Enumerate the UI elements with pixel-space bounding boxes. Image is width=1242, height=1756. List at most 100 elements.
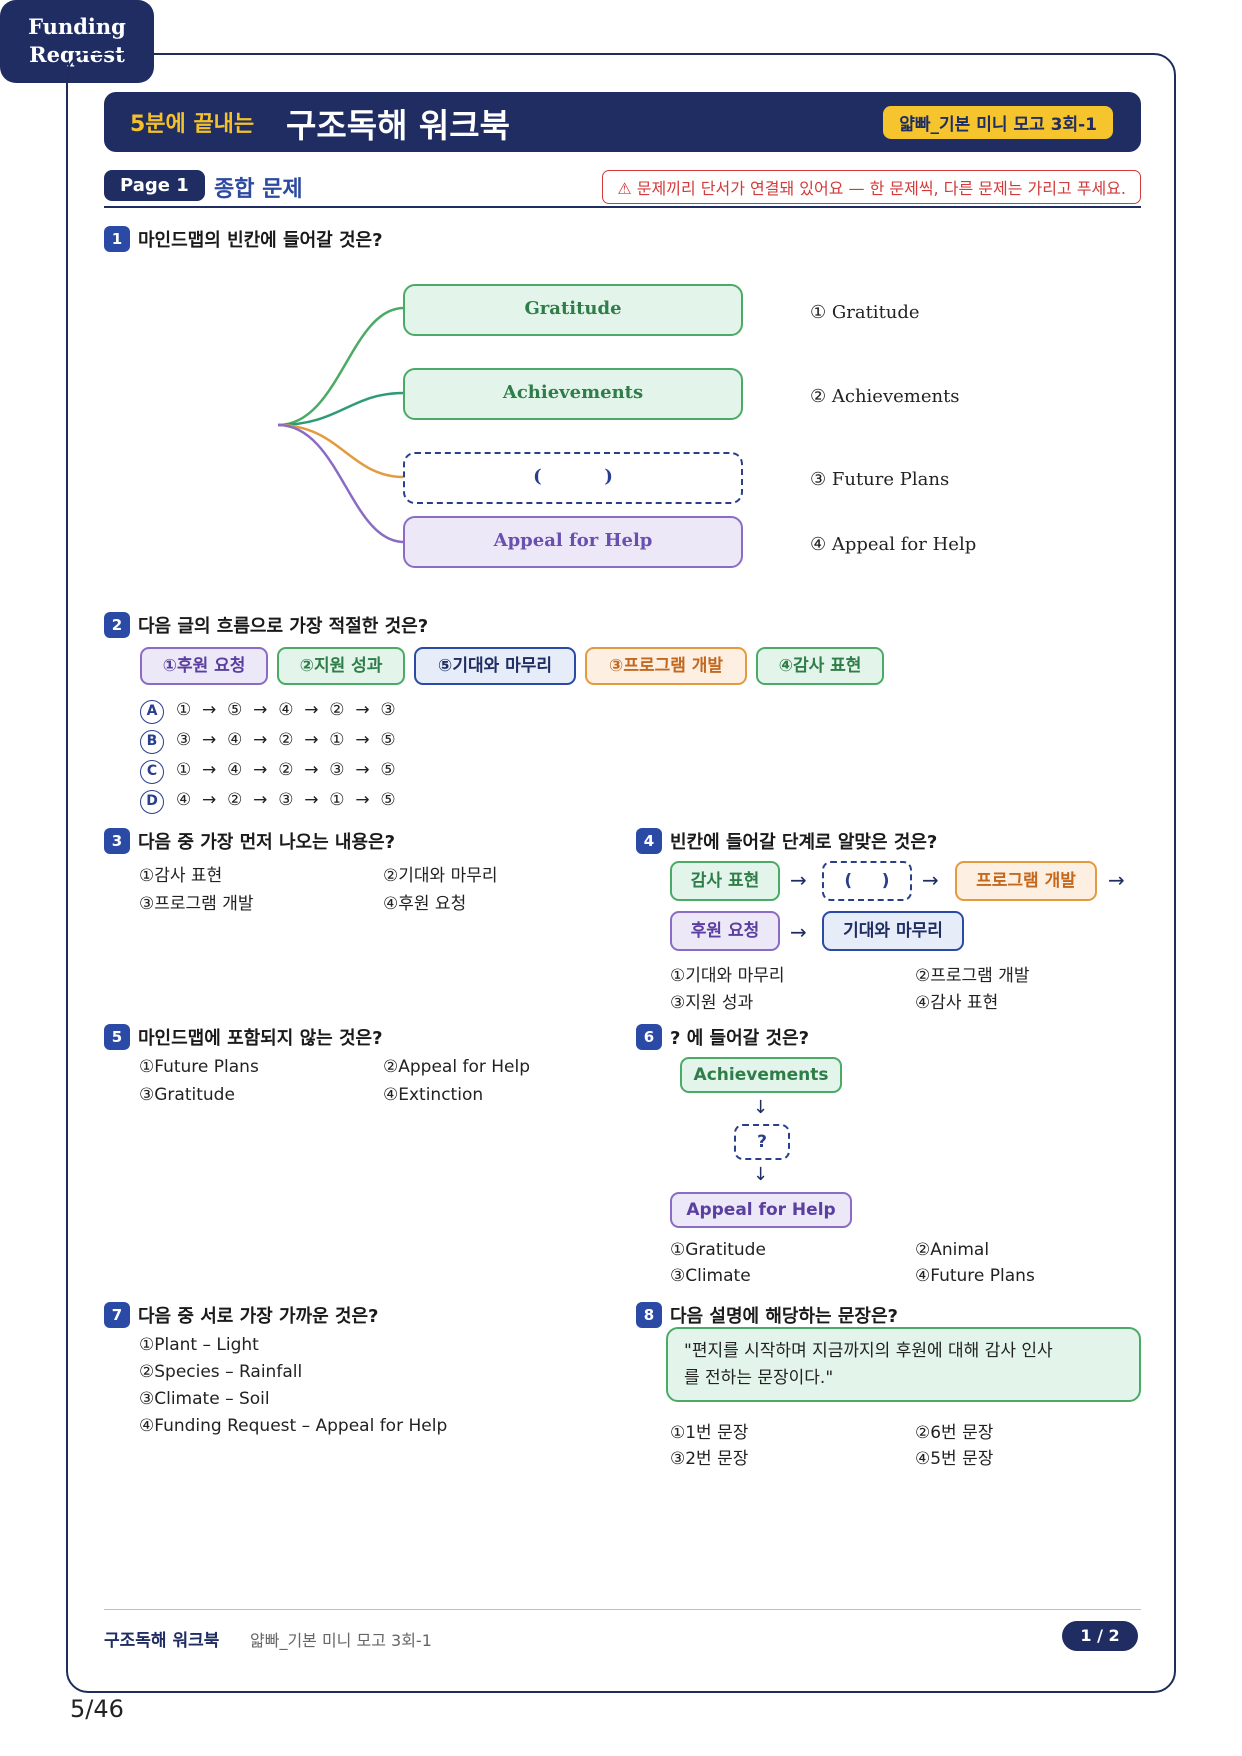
header-badge: 얇빠_기본 미니 모고 3회-1 xyxy=(883,106,1113,139)
q3-option-1[interactable]: ①감사 표현 xyxy=(139,866,223,886)
q2-choice-c[interactable]: C ① → ④ → ② → ③ → ⑤ xyxy=(140,760,396,784)
q2-choice-a[interactable]: A ① → ⑤ → ④ → ② → ③ xyxy=(140,700,396,724)
q3-title: 3 다음 중 가장 먼저 나오는 내용은? xyxy=(104,828,395,854)
connector-gratitude xyxy=(277,306,405,427)
q2-chip-3: ③프로그램 개발 xyxy=(585,647,747,685)
q4-arrow-4: → xyxy=(790,920,807,944)
footer-title: 구조독해 워크북 xyxy=(104,1631,220,1651)
q7-option-4[interactable]: ④Funding Request – Appeal for Help xyxy=(139,1416,448,1436)
q4-text: 빈칸에 들어갈 단계로 알맞은 것은? xyxy=(670,832,938,853)
q1-option-3[interactable]: ③ Future Plans xyxy=(810,469,950,490)
q3-text: 다음 중 가장 먼저 나오는 내용은? xyxy=(138,832,396,853)
page-label: Page 1 xyxy=(104,170,205,201)
q8-number: 8 xyxy=(636,1302,662,1328)
q5-option-4[interactable]: ④Extinction xyxy=(383,1085,484,1105)
q5-title: 5 마인드맵에 포함되지 않는 것은? xyxy=(104,1024,383,1050)
mindmap-node-appeal: Appeal for Help xyxy=(403,516,743,568)
q3-number: 3 xyxy=(104,828,130,854)
q3-option-4[interactable]: ④후원 요청 xyxy=(383,894,467,914)
q1-text: 마인드맵의 빈칸에 들어갈 것은? xyxy=(138,230,383,251)
q8-title: 8 다음 설명에 해당하는 문장은? xyxy=(636,1302,898,1328)
q4-flow-4: 후원 요청 xyxy=(670,911,780,951)
q2-letter-d: D xyxy=(140,790,164,814)
q5-option-2[interactable]: ②Appeal for Help xyxy=(383,1057,530,1077)
q2-chip-4: ④감사 표현 xyxy=(756,647,884,685)
q4-number: 4 xyxy=(636,828,662,854)
q4-flow-1: 감사 표현 xyxy=(670,861,780,901)
connector-appeal xyxy=(277,423,405,544)
q6-option-3[interactable]: ③Climate xyxy=(670,1266,751,1286)
q1-option-1[interactable]: ① Gratitude xyxy=(810,302,920,323)
q2-seq-a: ① → ⑤ → ④ → ② → ③ xyxy=(176,700,396,720)
q8-option-4[interactable]: ④5번 문장 xyxy=(915,1449,994,1469)
q4-flow-5: 기대와 마무리 xyxy=(822,911,964,951)
q8-option-3[interactable]: ③2번 문장 xyxy=(670,1449,749,1469)
q2-choice-b[interactable]: B ③ → ④ → ② → ① → ⑤ xyxy=(140,730,396,754)
connector-achievements xyxy=(277,391,405,427)
warning-banner: ⚠ 문제끼리 단서가 연결돼 있어요 — 한 문제씩, 다른 문제는 가리고 푸… xyxy=(602,170,1141,204)
mindmap-connectors xyxy=(277,306,405,544)
footer-page-indicator: 1 / 2 xyxy=(1062,1621,1138,1651)
sub-header: Page 1 종합 문제 ⚠ 문제끼리 단서가 연결돼 있어요 — 한 문제씩,… xyxy=(104,170,1141,208)
connector-blank xyxy=(277,423,405,479)
q2-seq-c: ① → ④ → ② → ③ → ⑤ xyxy=(176,760,396,780)
header-banner: 5분에 끝내는 구조독해 워크북 얇빠_기본 미니 모고 3회-1 xyxy=(104,92,1141,152)
q2-title: 2 다음 글의 흐름으로 가장 적절한 것은? xyxy=(104,612,428,638)
q7-option-3[interactable]: ③Climate – Soil xyxy=(139,1389,270,1409)
q5-number: 5 xyxy=(104,1024,130,1050)
q6-option-1[interactable]: ①Gratitude xyxy=(670,1240,766,1260)
q2-seq-b: ③ → ④ → ② → ① → ⑤ xyxy=(176,730,396,750)
q2-choice-d[interactable]: D ④ → ② → ③ → ① → ⑤ xyxy=(140,790,396,814)
q8-option-2[interactable]: ②6번 문장 xyxy=(915,1423,994,1443)
q2-seq-d: ④ → ② → ③ → ① → ⑤ xyxy=(176,790,396,810)
q2-text: 다음 글의 흐름으로 가장 적절한 것은? xyxy=(138,616,429,637)
q4-flow-blank: ( ) xyxy=(822,861,912,901)
q8-text: 다음 설명에 해당하는 문장은? xyxy=(670,1306,898,1327)
q7-option-2[interactable]: ②Species – Rainfall xyxy=(139,1362,303,1382)
q7-text: 다음 중 서로 가장 가까운 것은? xyxy=(138,1306,379,1327)
q4-option-2[interactable]: ②프로그램 개발 xyxy=(915,966,1030,986)
q6-top-node: Achievements xyxy=(680,1057,842,1093)
q4-option-1[interactable]: ①기대와 마무리 xyxy=(670,966,785,986)
q2-chip-5: ⑤기대와 마무리 xyxy=(414,647,576,685)
page-counter: 5/46 xyxy=(70,1695,124,1723)
mindmap-node-gratitude: Gratitude xyxy=(403,284,743,336)
mindmap-node-achievements: Achievements xyxy=(403,368,743,420)
q8-quote-line-2: 를 전하는 문장이다." xyxy=(684,1368,834,1388)
q4-flow-3: 프로그램 개발 xyxy=(955,861,1097,901)
q4-option-3[interactable]: ③지원 성과 xyxy=(670,993,754,1013)
q6-option-2[interactable]: ②Animal xyxy=(915,1240,990,1260)
q5-option-3[interactable]: ③Gratitude xyxy=(139,1085,235,1105)
mindmap-node-blank: ( ) xyxy=(403,452,743,504)
header-kicker: 5분에 끝내는 xyxy=(130,112,255,137)
q5-text: 마인드맵에 포함되지 않는 것은? xyxy=(138,1028,383,1049)
q6-text: ? 에 들어갈 것은? xyxy=(670,1028,810,1049)
q2-letter-a: A xyxy=(140,700,164,724)
q6-arrow-2: ↓ xyxy=(753,1164,769,1185)
q2-number: 2 xyxy=(104,612,130,638)
q3-option-2[interactable]: ②기대와 마무리 xyxy=(383,866,498,886)
q5-option-1[interactable]: ①Future Plans xyxy=(139,1057,259,1077)
q6-bottom-node: Appeal for Help xyxy=(670,1192,852,1228)
q3-option-3[interactable]: ③프로그램 개발 xyxy=(139,894,254,914)
q8-quote-line-1: "편지를 시작하며 지금까지의 후원에 대해 감사 인사 xyxy=(684,1341,1053,1361)
q6-arrow-1: ↓ xyxy=(753,1097,769,1118)
q7-option-1[interactable]: ①Plant – Light xyxy=(139,1335,259,1355)
q2-letter-c: C xyxy=(140,760,164,784)
q2-letter-b: B xyxy=(140,730,164,754)
q8-quote-box: "편지를 시작하며 지금까지의 후원에 대해 감사 인사 를 전하는 문장이다.… xyxy=(666,1327,1141,1402)
q6-number: 6 xyxy=(636,1024,662,1050)
q4-title: 4 빈칸에 들어갈 단계로 알맞은 것은? xyxy=(636,828,937,854)
footer-subtitle: 얇빠_기본 미니 모고 3회-1 xyxy=(250,1631,432,1650)
q6-blank-node: ? xyxy=(734,1124,790,1160)
q1-option-4[interactable]: ④ Appeal for Help xyxy=(810,534,977,555)
q4-option-4[interactable]: ④감사 표현 xyxy=(915,993,999,1013)
page-frame xyxy=(66,53,1176,1693)
q1-option-2[interactable]: ② Achievements xyxy=(810,386,960,407)
q6-option-4[interactable]: ④Future Plans xyxy=(915,1266,1035,1286)
q8-option-1[interactable]: ①1번 문장 xyxy=(670,1423,749,1443)
q2-chip-1: ①후원 요청 xyxy=(140,647,268,685)
section-title: 종합 문제 xyxy=(214,177,303,202)
